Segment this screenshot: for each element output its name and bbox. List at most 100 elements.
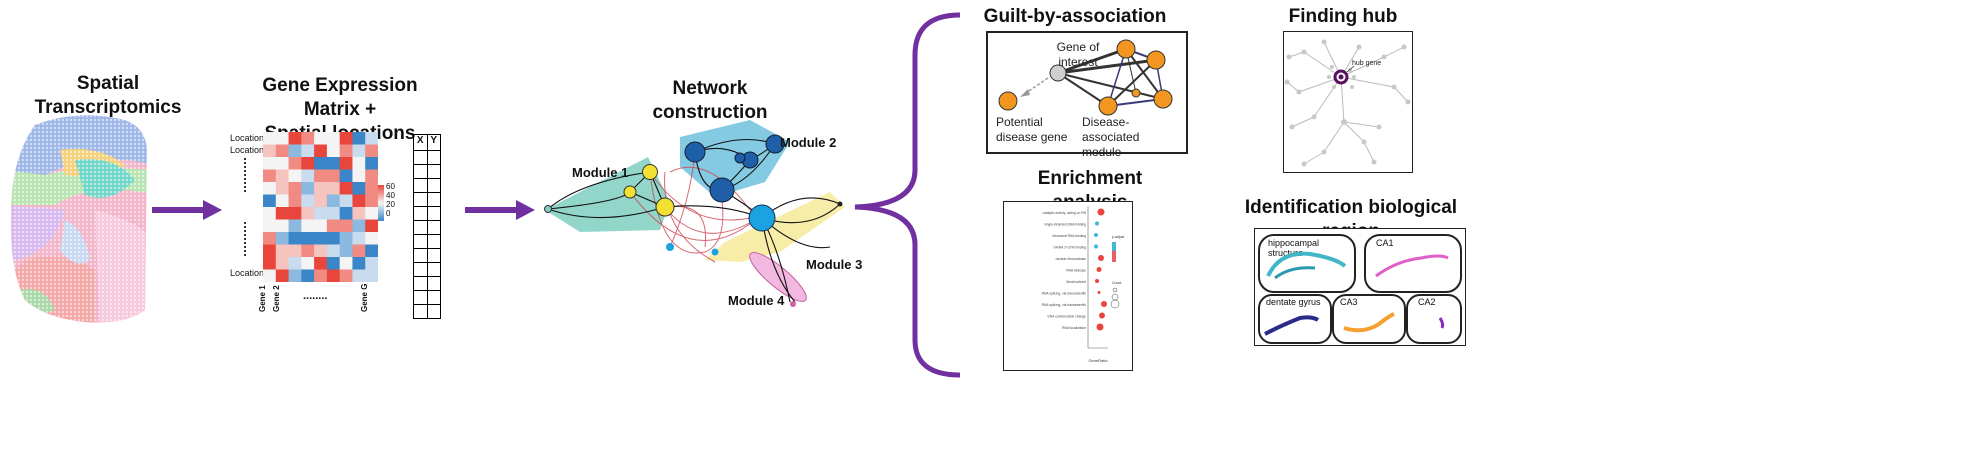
heatmap-cell bbox=[326, 144, 341, 158]
heatmap-cell bbox=[288, 269, 302, 282]
network-node bbox=[655, 197, 675, 217]
heatmap-cell bbox=[339, 169, 353, 183]
heatmap-cell bbox=[288, 194, 302, 208]
arrow-2 bbox=[465, 200, 535, 220]
matrix-row-dots-1 bbox=[244, 158, 250, 192]
heatmap-cell bbox=[365, 257, 378, 270]
network-node bbox=[684, 141, 706, 163]
enrichment-dot bbox=[1094, 244, 1098, 249]
heatmap-cell bbox=[326, 169, 341, 183]
heatmap-cell bbox=[263, 219, 277, 233]
region-label: CA2 bbox=[1418, 297, 1436, 307]
heatmap-cell bbox=[301, 157, 315, 170]
heatmap-cell bbox=[263, 194, 277, 208]
heatmap-cell bbox=[365, 144, 378, 158]
heatmap-legend bbox=[378, 185, 384, 221]
network-node bbox=[734, 152, 746, 164]
heatmap-cell bbox=[263, 132, 277, 145]
enrichment-term-label: nuclear ribonuclease bbox=[1056, 257, 1087, 261]
network-node bbox=[748, 204, 776, 232]
heatmap-cell bbox=[275, 182, 290, 195]
matrix-row-label-n: Location N bbox=[230, 268, 274, 278]
heatmap-cell bbox=[352, 244, 366, 258]
enrichment-dot bbox=[1101, 301, 1107, 307]
spatial-tissue-image bbox=[10, 115, 147, 323]
module4-label: Module 4 bbox=[728, 293, 785, 308]
heatmap-cell bbox=[301, 207, 315, 220]
enrichment-dot bbox=[1097, 208, 1105, 216]
matrix-col-dots: ........ bbox=[303, 290, 328, 302]
heatmap-cell bbox=[352, 182, 366, 195]
matrix-title-line1: Gene Expression Matrix + bbox=[262, 75, 418, 120]
enrichment-legend-title: p.adjust bbox=[1112, 235, 1124, 239]
xy-row bbox=[413, 165, 441, 179]
enrichment-term-label: DNA conformation change bbox=[1048, 315, 1087, 319]
xy-header-y: Y bbox=[430, 135, 438, 146]
network-node bbox=[666, 243, 674, 251]
matrix-row-label-1: Location 1 bbox=[230, 133, 272, 143]
enrichment-dot bbox=[1097, 291, 1101, 294]
heatmap-cell bbox=[301, 182, 315, 195]
heatmap-cell bbox=[301, 144, 315, 158]
purple-brace bbox=[854, 12, 961, 378]
heatmap-cell bbox=[352, 157, 366, 170]
matrix-col-label-2: Gene 2 bbox=[272, 285, 281, 312]
heatmap-cell bbox=[275, 269, 290, 282]
xy-header-x: X bbox=[414, 135, 428, 150]
heatmap-cell bbox=[301, 219, 315, 233]
heatmap-cell bbox=[365, 182, 378, 195]
heatmap-cell bbox=[352, 194, 366, 208]
network-node bbox=[623, 185, 637, 199]
legend-tick: 40 bbox=[386, 191, 395, 200]
heatmap-cell bbox=[326, 132, 341, 145]
heatmap-cell bbox=[352, 257, 366, 270]
heatmap-cell bbox=[339, 207, 353, 220]
heatmap-cell bbox=[326, 194, 341, 208]
hub-network bbox=[1284, 39, 1411, 167]
heatmap-cell bbox=[326, 269, 341, 282]
heatmap-cell bbox=[339, 257, 353, 270]
xy-row bbox=[413, 221, 441, 235]
enrichment-dot bbox=[1096, 323, 1104, 331]
heatmap-cell bbox=[339, 219, 353, 233]
heatmap-cell bbox=[301, 244, 315, 258]
heatmap-cell bbox=[314, 132, 328, 145]
heatmap-cell bbox=[314, 207, 328, 220]
heatmap-cell bbox=[314, 269, 328, 282]
matrix-row-label-2: Location 2 bbox=[230, 145, 272, 155]
heatmap-cell bbox=[288, 232, 302, 245]
enrichment-dotplot: catalytic activity, acting on RNsingle-s… bbox=[1042, 206, 1124, 363]
heatmap-cell bbox=[339, 269, 353, 282]
heatmap-cell bbox=[301, 169, 315, 183]
legend-tick: 20 bbox=[386, 200, 395, 209]
network-node bbox=[709, 177, 735, 203]
heatmap-cell bbox=[339, 157, 353, 170]
region-box-dentate: dentate gyrus bbox=[1258, 294, 1332, 344]
heatmap-cell bbox=[314, 194, 328, 208]
enrichment-dot bbox=[1099, 312, 1105, 319]
matrix-row-dots-2 bbox=[244, 222, 250, 256]
heatmap-cell bbox=[263, 144, 277, 158]
heatmap-cell bbox=[275, 194, 290, 208]
heatmap-cell bbox=[314, 219, 328, 233]
heatmap-cell bbox=[275, 157, 290, 170]
xy-row bbox=[413, 249, 441, 263]
enrichment-dot bbox=[1095, 279, 1099, 283]
heatmap-cell bbox=[352, 219, 366, 233]
heatmap-cell bbox=[275, 219, 290, 233]
gene-of-interest-label: Gene of interest bbox=[1056, 40, 1100, 69]
heatmap-cell bbox=[314, 244, 328, 258]
guilt-network bbox=[998, 39, 1173, 116]
heatmap-cell bbox=[365, 169, 378, 183]
heatmap-cell bbox=[263, 269, 277, 282]
heatmap-cell bbox=[301, 132, 315, 145]
guilt-panel bbox=[986, 31, 1188, 154]
heatmap-cell bbox=[314, 232, 328, 245]
heatmap-cell bbox=[301, 257, 315, 270]
heatmap-cell bbox=[288, 244, 302, 258]
enrichment-dot bbox=[1098, 255, 1104, 261]
heatmap-legend-ticks: 60 40 20 0 bbox=[386, 182, 395, 218]
heatmap-cell bbox=[339, 194, 353, 208]
xy-row bbox=[413, 179, 441, 193]
heatmap-cell bbox=[365, 207, 378, 220]
